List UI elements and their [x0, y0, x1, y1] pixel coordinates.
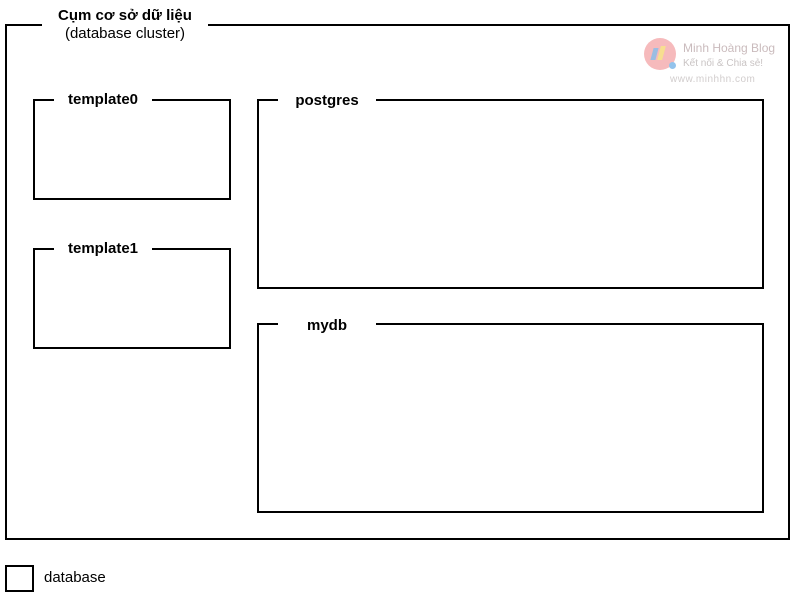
database-box-postgres	[257, 99, 764, 289]
legend-database-symbol	[5, 565, 34, 592]
database-label-postgres: postgres	[278, 92, 376, 110]
cluster-label: Cụm cơ sở dữ liệu (database cluster)	[42, 7, 208, 43]
database-label-template0: template0	[54, 91, 152, 109]
database-label-template1: template1	[54, 240, 152, 258]
database-cluster-box	[5, 24, 790, 540]
database-box-template0	[33, 99, 231, 200]
database-box-mydb	[257, 323, 764, 513]
legend-label: database	[44, 569, 106, 586]
watermark-name: Minh Hoàng Blog	[683, 41, 776, 55]
watermark-tagline: Kết nối & Chia sẻ!	[683, 58, 764, 69]
database-box-template1	[33, 248, 231, 349]
database-label-mydb: mydb	[278, 317, 376, 335]
cluster-subtitle: (database cluster)	[64, 25, 186, 42]
watermark-url: www.minhhn.com	[670, 74, 756, 85]
watermark: Minh Hoàng Blog Kết nối & Chia sẻ! www.m…	[644, 38, 784, 90]
blog-logo-icon	[644, 38, 676, 70]
cluster-title: Cụm cơ sở dữ liệu	[58, 7, 192, 24]
